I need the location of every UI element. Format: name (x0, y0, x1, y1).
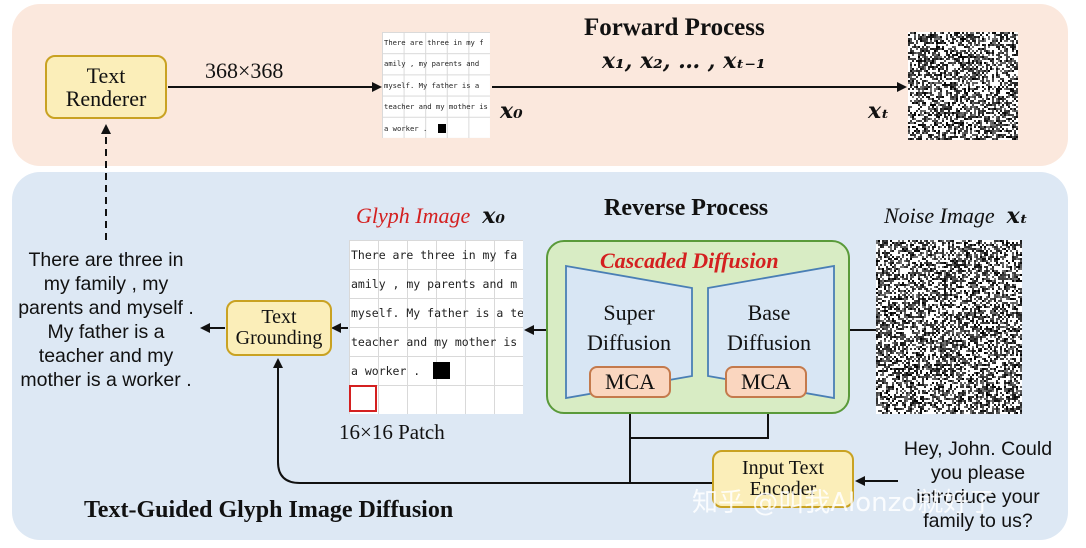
small-glyph-line-5: a worker . (384, 124, 428, 133)
text-renderer-line2: Renderer (65, 86, 147, 111)
small-glyph-line-4: teacher and my mother is (384, 102, 488, 111)
input-text: Hey, John. Could you please introduce yo… (903, 438, 1053, 532)
forward-noise-image (908, 32, 1018, 140)
patch-label: 16×16 Patch (339, 420, 445, 444)
text-grounding-box: Text Grounding (226, 300, 332, 356)
large-glyph-line-1: There are three in my fa (351, 248, 518, 262)
large-glyph-image: There are three in my fa amily , my pare… (349, 240, 523, 414)
bottom-title: Text-Guided Glyph Image Diffusion (84, 497, 454, 523)
text-grounding-line2: Grounding (235, 327, 323, 349)
large-glyph-cursor-block (433, 362, 450, 379)
watermark: 知乎 @叫我Alonzo就好了 (692, 488, 996, 518)
small-glyph-cursor-block (438, 124, 446, 133)
forward-process-title: Forward Process (584, 14, 765, 41)
super-diffusion-label: Super Diffusion (574, 298, 684, 358)
super-diffusion-line2: Diffusion (587, 330, 671, 355)
forward-process-panel (12, 4, 1068, 166)
forward-x0: x₀ (500, 98, 523, 124)
super-diffusion-shape (565, 264, 693, 400)
patch-highlight (349, 385, 377, 412)
text-renderer-line1: Text (86, 62, 126, 88)
small-glyph-line-2: amily , my parents and (384, 59, 480, 68)
base-diffusion-label: Base Diffusion (714, 298, 824, 358)
reverse-noise-image (876, 240, 1022, 414)
small-glyph-line-3: myself. My father is a (384, 81, 480, 90)
diffusion-trapezoids (565, 264, 835, 400)
noise-image-label: Noise Image xₜ (884, 203, 1028, 229)
input-text-encoder-line1: Input Text (741, 457, 825, 479)
super-diffusion-line1: Super (603, 300, 655, 325)
glyph-image-text: Glyph Image (356, 203, 471, 228)
mca-super-box: MCA (589, 366, 671, 398)
large-glyph-line-4: teacher and my mother is (351, 335, 518, 349)
input-text-encoder-line2: Encoder (749, 478, 817, 500)
forward-sequence: x₁, x₂, … , xₜ₋₁ (602, 48, 766, 74)
cascaded-diffusion-label: Cascaded Diffusion (600, 248, 779, 273)
noise-image-text: Noise Image (884, 203, 995, 228)
small-glyph-line-1: There are three in my f (384, 38, 484, 47)
large-glyph-line-3: myself. My father is a te (351, 306, 523, 320)
text-grounding-line1: Text (261, 306, 297, 328)
glyph-image-label: Glyph Image x₀ (356, 203, 505, 229)
glyph-image-x0: x₀ (482, 203, 506, 229)
output-text: There are three in my family , my parent… (18, 249, 194, 391)
text-renderer-box: Text Renderer (45, 55, 167, 119)
input-text-encoder-box: Input Text Encoder (712, 450, 854, 508)
small-glyph-image: There are three in my f amily , my paren… (382, 32, 490, 138)
forward-xT: xₜ (868, 98, 890, 124)
mca-base-box: MCA (725, 366, 807, 398)
size-label: 368×368 (205, 58, 284, 83)
large-glyph-line-2: amily , my parents and m (351, 277, 518, 291)
noise-image-xT: xₜ (1006, 203, 1028, 229)
large-glyph-line-5: a worker . (351, 364, 421, 378)
base-diffusion-line1: Base (747, 300, 791, 325)
reverse-process-title: Reverse Process (604, 195, 769, 221)
base-diffusion-shape (707, 264, 835, 400)
arrow-encoder-to-grounding (273, 358, 712, 484)
base-diffusion-line2: Diffusion (727, 330, 811, 355)
